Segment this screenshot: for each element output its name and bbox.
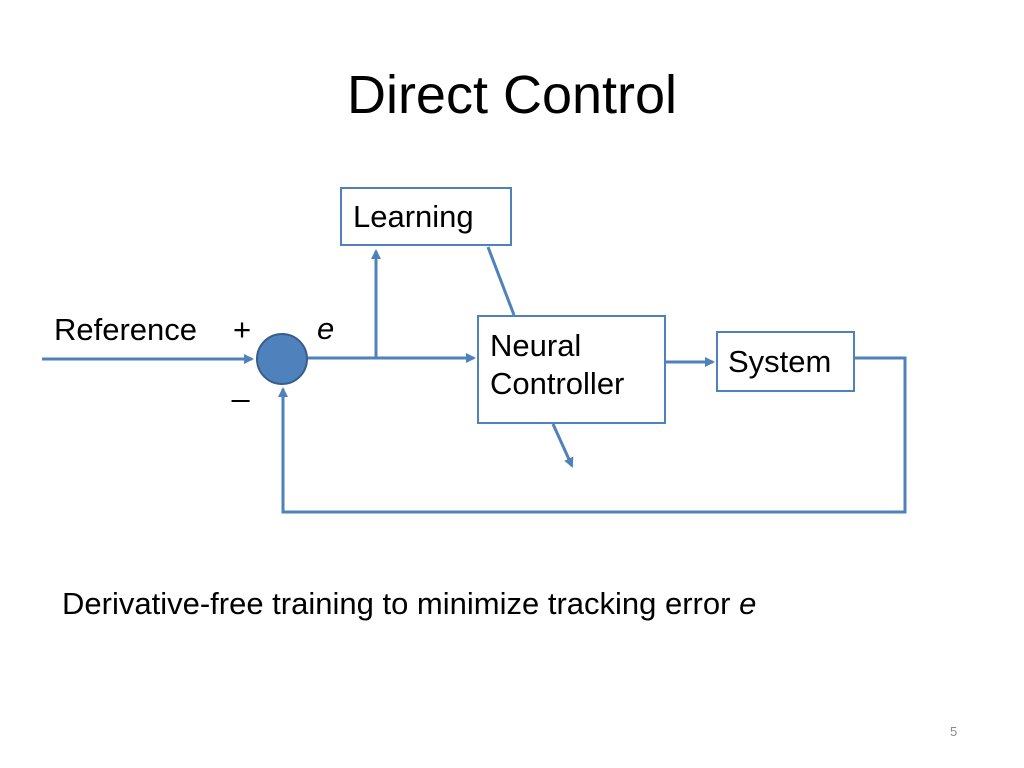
plus-sign-label: + (233, 312, 252, 347)
caption-text: Derivative-free training to minimize tra… (62, 586, 740, 621)
error-signal-label: e (317, 311, 335, 346)
system-block-label: System (728, 344, 832, 379)
learning-block: Learning (340, 187, 512, 246)
learning-block-label: Learning (353, 199, 474, 234)
minus-sign-label: _ (232, 368, 250, 403)
feedback-loop-arrow (278, 356, 907, 514)
caption-variable: e (739, 586, 757, 621)
system-block: System (716, 331, 855, 392)
reference-label: Reference (54, 312, 198, 347)
caption: Derivative-free training to minimize tra… (62, 584, 756, 624)
neural-controller-label-line2: Controller (490, 366, 625, 401)
neural-controller-label-line1: Neural (490, 328, 582, 363)
neural-controller-block: Neural Controller (477, 315, 666, 424)
learning-adjustment-arrow (551, 423, 574, 468)
page-number: 5 (950, 724, 958, 739)
slide-title: Direct Control (346, 65, 678, 125)
learning-adjustment-line (486, 246, 516, 316)
summing-junction (256, 333, 308, 385)
